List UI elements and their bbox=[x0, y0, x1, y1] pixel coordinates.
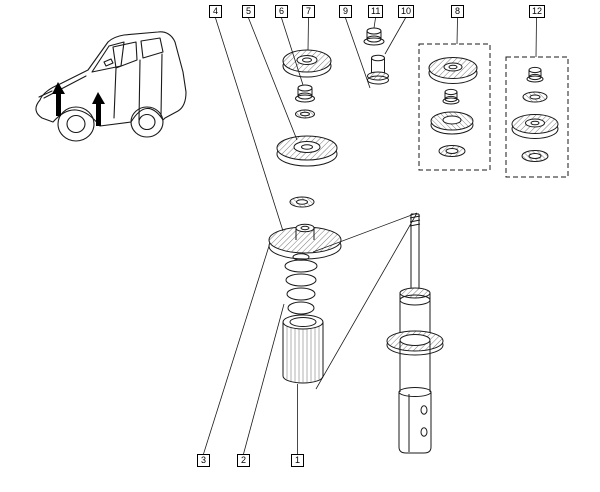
kit-box-12 bbox=[505, 56, 569, 178]
part-bump-stop-bellows bbox=[284, 253, 318, 315]
leader-2 bbox=[243, 303, 285, 455]
part-spring-seat-cup bbox=[268, 223, 342, 260]
leader-8 bbox=[456, 17, 458, 45]
leader-5 bbox=[248, 17, 298, 141]
leader-lines bbox=[203, 17, 537, 455]
callout-11[interactable]: 11 bbox=[368, 5, 384, 18]
leader-3 bbox=[203, 245, 270, 455]
callout-10[interactable]: 10 bbox=[398, 5, 415, 18]
leader-9 bbox=[345, 17, 371, 89]
shock-absorber-strut bbox=[386, 213, 444, 454]
part-bearing-seat bbox=[276, 135, 338, 167]
up-arrow-front bbox=[52, 82, 65, 116]
callout-4[interactable]: 4 bbox=[209, 5, 222, 18]
callout-6[interactable]: 6 bbox=[275, 5, 288, 18]
leader-11 bbox=[373, 17, 376, 29]
leader-4 bbox=[215, 17, 284, 232]
callout-1[interactable]: 1 bbox=[291, 454, 304, 467]
part-strut-top-mount bbox=[282, 49, 332, 78]
callout-9[interactable]: 9 bbox=[339, 5, 352, 18]
part-spacer-bush bbox=[367, 54, 389, 85]
part-dust-cover-tube bbox=[282, 314, 324, 384]
part-lock-nut bbox=[295, 84, 315, 103]
leader-6 bbox=[281, 17, 304, 86]
callout-2[interactable]: 2 bbox=[237, 454, 250, 467]
car-illustration bbox=[35, 31, 187, 142]
part-small-washer-upper bbox=[295, 109, 315, 119]
leader-12 bbox=[535, 17, 537, 58]
kit-box-8 bbox=[418, 43, 491, 171]
up-arrow-rear bbox=[92, 92, 105, 126]
callout-3[interactable]: 3 bbox=[197, 454, 210, 467]
callout-8[interactable]: 8 bbox=[451, 5, 464, 18]
part-flanged-nut bbox=[363, 27, 385, 46]
callout-7[interactable]: 7 bbox=[302, 5, 315, 18]
leader-7 bbox=[307, 17, 309, 51]
leader-triangle bbox=[312, 212, 418, 390]
leader-10 bbox=[384, 17, 406, 55]
part-small-washer-lower bbox=[289, 196, 315, 208]
callout-5[interactable]: 5 bbox=[242, 5, 255, 18]
callout-12[interactable]: 12 bbox=[529, 5, 546, 18]
